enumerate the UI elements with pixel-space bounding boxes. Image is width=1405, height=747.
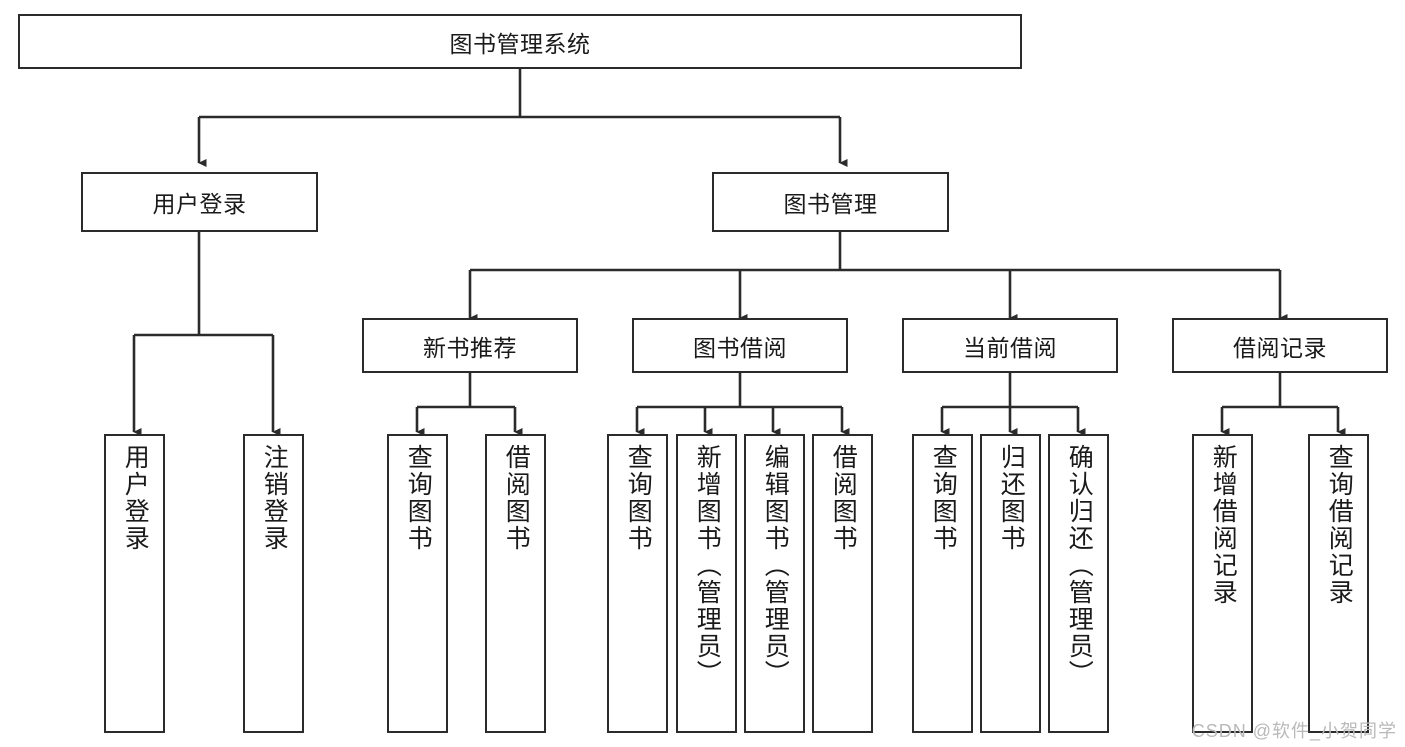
node-label: 图书管理系统 — [449, 30, 591, 57]
node-label: 确认归还（管理员） — [1065, 444, 1094, 687]
node-label: 查询图书 — [624, 444, 653, 552]
node-label: 查询图书 — [929, 444, 958, 552]
leaf-return-book[interactable]: 归还图书 — [980, 434, 1041, 733]
leaf-query-record[interactable]: 查询借阅记录 — [1308, 434, 1369, 733]
leaf-add-book[interactable]: 新增图书（管理员） — [676, 434, 737, 733]
node-label: 图书管理 — [783, 191, 878, 217]
node-label: 当前借阅 — [963, 334, 1057, 361]
node-label: 编辑图书（管理员） — [761, 444, 790, 687]
watermark: CSDN @软件_小贺同学 — [1191, 721, 1397, 741]
node-label: 查询借阅记录 — [1325, 444, 1354, 606]
leaf-query-book-3[interactable]: 查询图书 — [912, 434, 973, 733]
node-book-borrow[interactable]: 图书借阅 — [632, 318, 848, 373]
node-label: 新书推荐 — [423, 334, 517, 361]
leaf-add-record[interactable]: 新增借阅记录 — [1192, 434, 1253, 733]
leaf-query-book-1[interactable]: 查询图书 — [387, 434, 448, 733]
leaf-borrow-book-2[interactable]: 借阅图书 — [812, 434, 873, 733]
node-label: 新增借阅记录 — [1209, 444, 1238, 606]
leaf-logout-login[interactable]: 注销登录 — [243, 434, 304, 733]
node-new-book-recommend[interactable]: 新书推荐 — [362, 318, 578, 373]
node-label: 注销登录 — [260, 444, 289, 552]
leaf-edit-book[interactable]: 编辑图书（管理员） — [744, 434, 805, 733]
node-label: 借阅图书 — [829, 444, 858, 552]
node-book-management[interactable]: 图书管理 — [712, 172, 949, 232]
leaf-query-book-2[interactable]: 查询图书 — [607, 434, 668, 733]
node-label: 用户登录 — [152, 191, 247, 217]
node-label: 新增图书（管理员） — [693, 444, 722, 687]
node-label: 图书借阅 — [693, 334, 787, 361]
leaf-borrow-book-1[interactable]: 借阅图书 — [485, 434, 546, 733]
node-borrow-record[interactable]: 借阅记录 — [1172, 318, 1388, 373]
node-label: 归还图书 — [997, 444, 1026, 552]
leaf-confirm-return[interactable]: 确认归还（管理员） — [1048, 434, 1109, 733]
node-label: 借阅图书 — [502, 444, 531, 552]
node-user-login[interactable]: 用户登录 — [81, 172, 318, 232]
node-label: 用户登录 — [121, 444, 150, 552]
node-label: 借阅记录 — [1233, 334, 1327, 361]
node-label: 查询图书 — [404, 444, 433, 552]
node-current-borrow[interactable]: 当前借阅 — [902, 318, 1118, 373]
node-root-system[interactable]: 图书管理系统 — [18, 14, 1022, 69]
leaf-user-login[interactable]: 用户登录 — [104, 434, 165, 733]
